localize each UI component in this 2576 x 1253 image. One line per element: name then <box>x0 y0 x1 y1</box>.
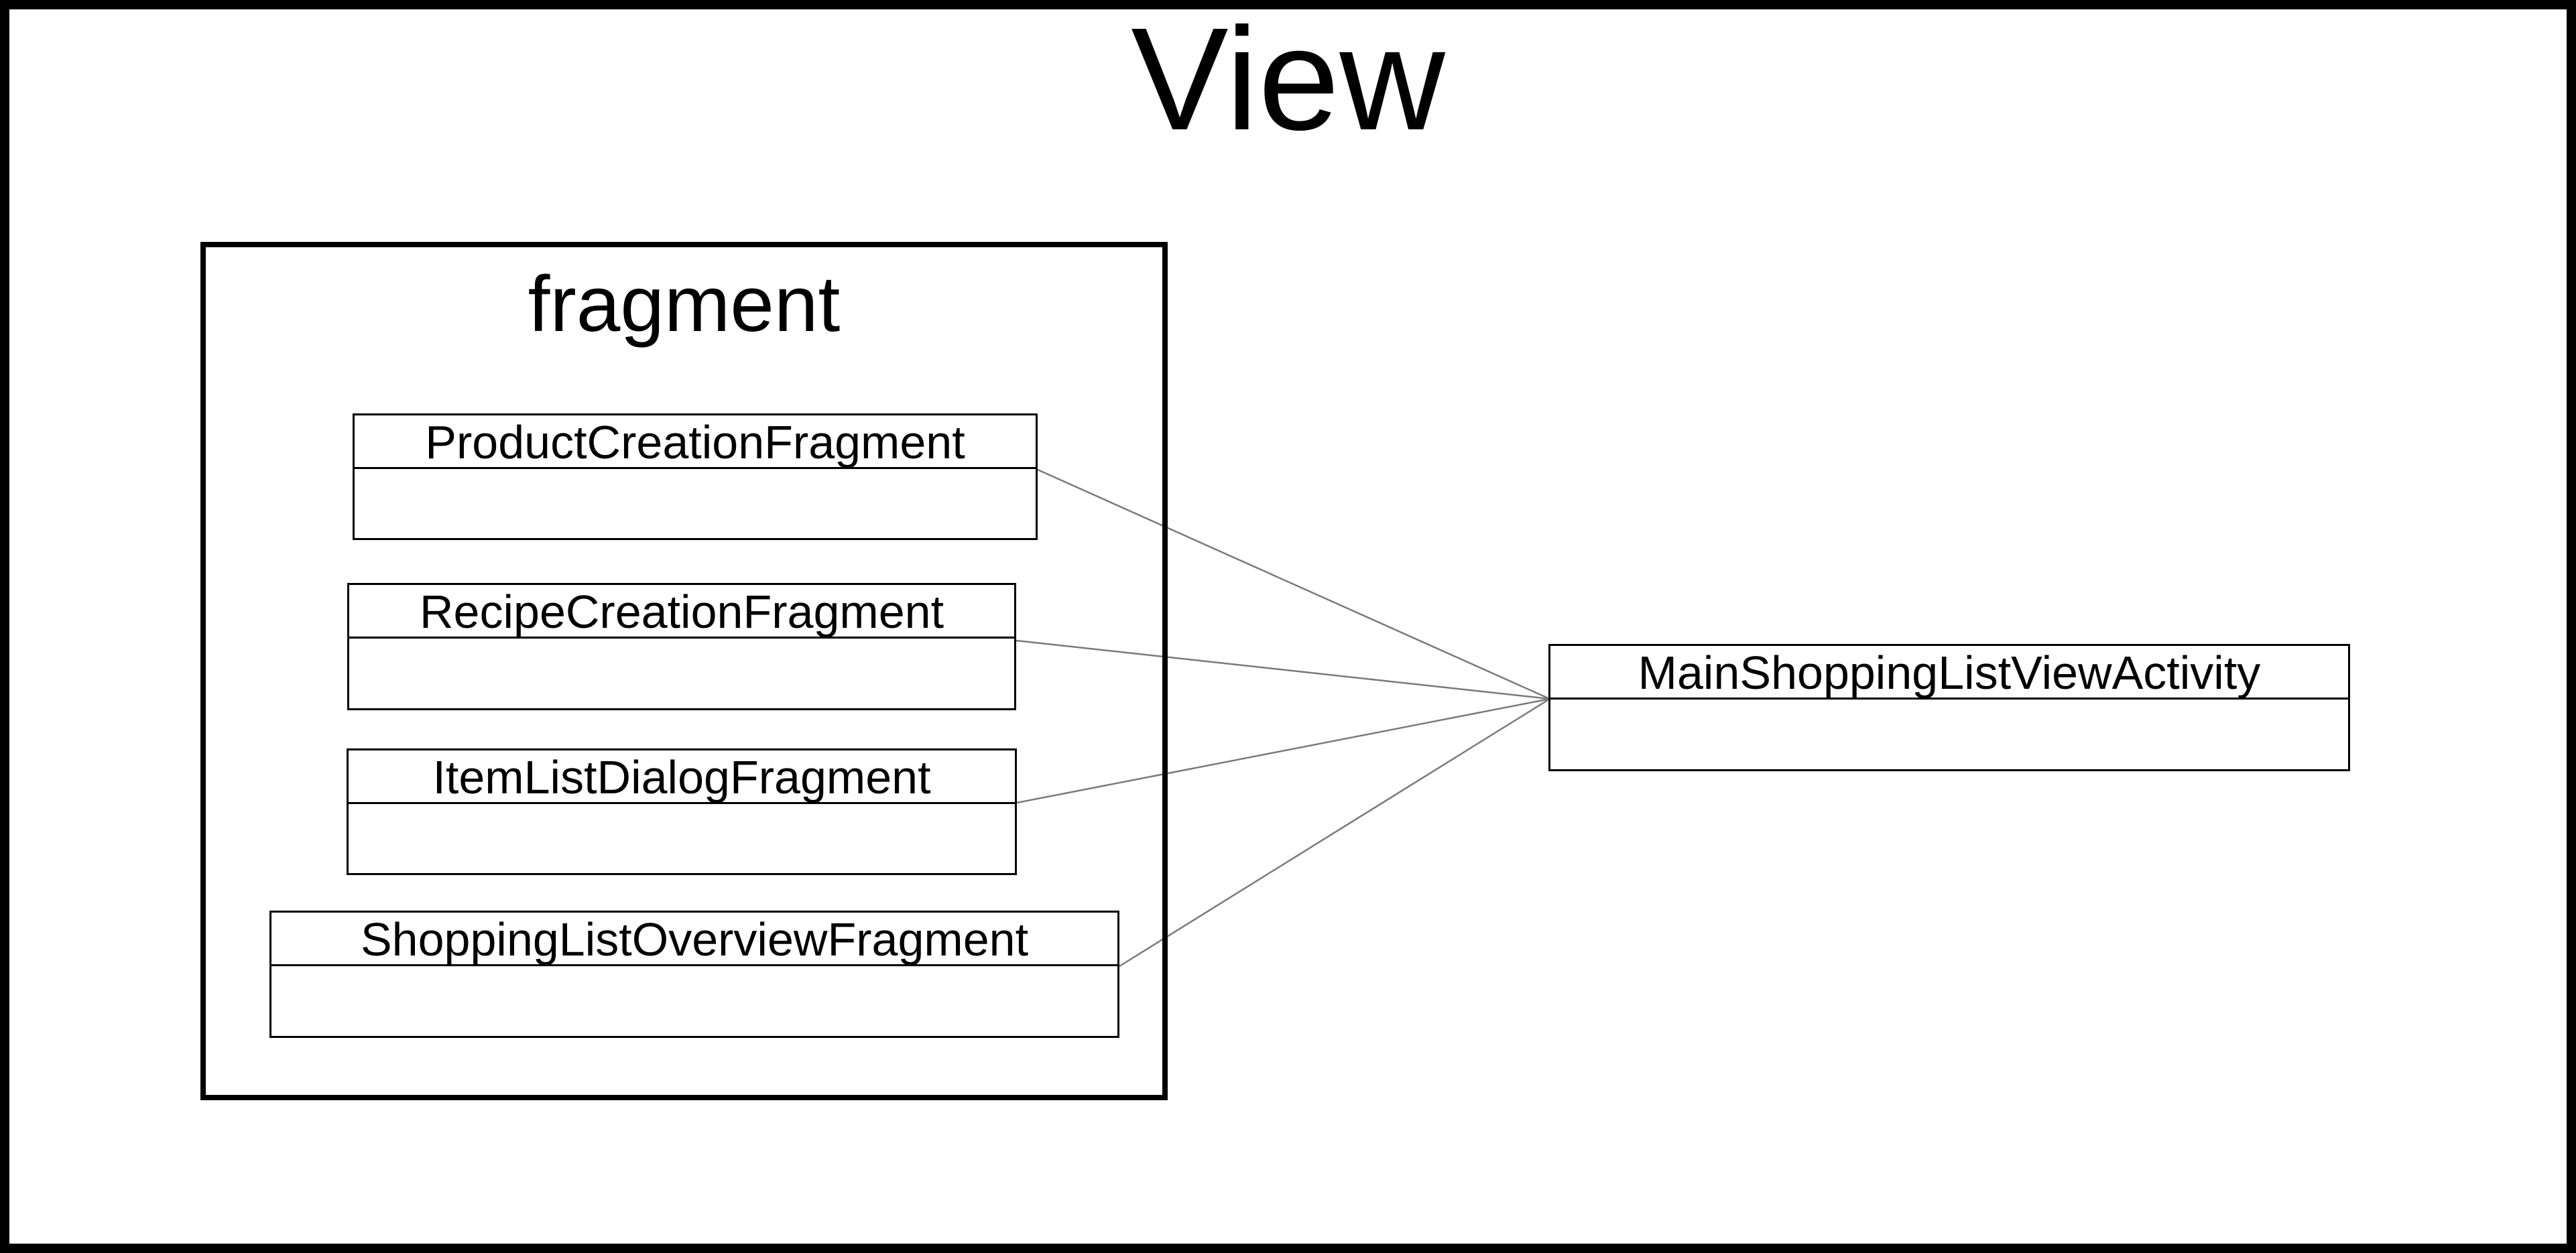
class-name-main-shopping-list-view-activity: MainShoppingListViewActivity <box>1550 646 2348 700</box>
class-name-shopping-list-overview-fragment: ShoppingListOverviewFragment <box>271 913 1117 966</box>
view-package-title: View <box>1131 0 1445 161</box>
class-item-list-dialog-fragment: ItemListDialogFragment <box>347 748 1017 875</box>
class-main-shopping-list-view-activity: MainShoppingListViewActivity <box>1548 644 2350 771</box>
fragment-package-title: fragment <box>528 260 841 348</box>
class-product-creation-fragment: ProductCreationFragment <box>353 413 1038 540</box>
class-recipe-creation-fragment: RecipeCreationFragment <box>347 583 1016 710</box>
class-name-item-list-dialog-fragment: ItemListDialogFragment <box>349 750 1015 804</box>
class-name-recipe-creation-fragment: RecipeCreationFragment <box>349 585 1014 639</box>
class-name-product-creation-fragment: ProductCreationFragment <box>355 415 1036 469</box>
class-shopping-list-overview-fragment: ShoppingListOverviewFragment <box>269 911 1119 1038</box>
fragment-package-frame: fragment <box>200 242 1168 1100</box>
